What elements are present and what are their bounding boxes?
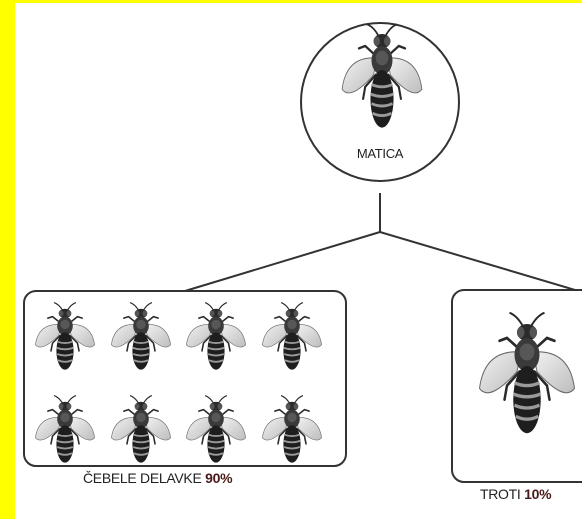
drones-percent: 10% — [524, 486, 551, 502]
queen-label: MATICA — [330, 146, 430, 161]
connector-to-workers — [185, 232, 380, 291]
workers-percent: 90% — [205, 470, 232, 486]
workers-caption: ČEBELE DELAVKE 90% — [83, 470, 232, 486]
connector-lines — [185, 193, 582, 292]
drones-caption: TROTI 10% — [480, 486, 551, 502]
workers-label: ČEBELE DELAVKE — [83, 470, 202, 486]
connector-to-drones — [380, 232, 582, 292]
drones-label: TROTI — [480, 486, 521, 502]
